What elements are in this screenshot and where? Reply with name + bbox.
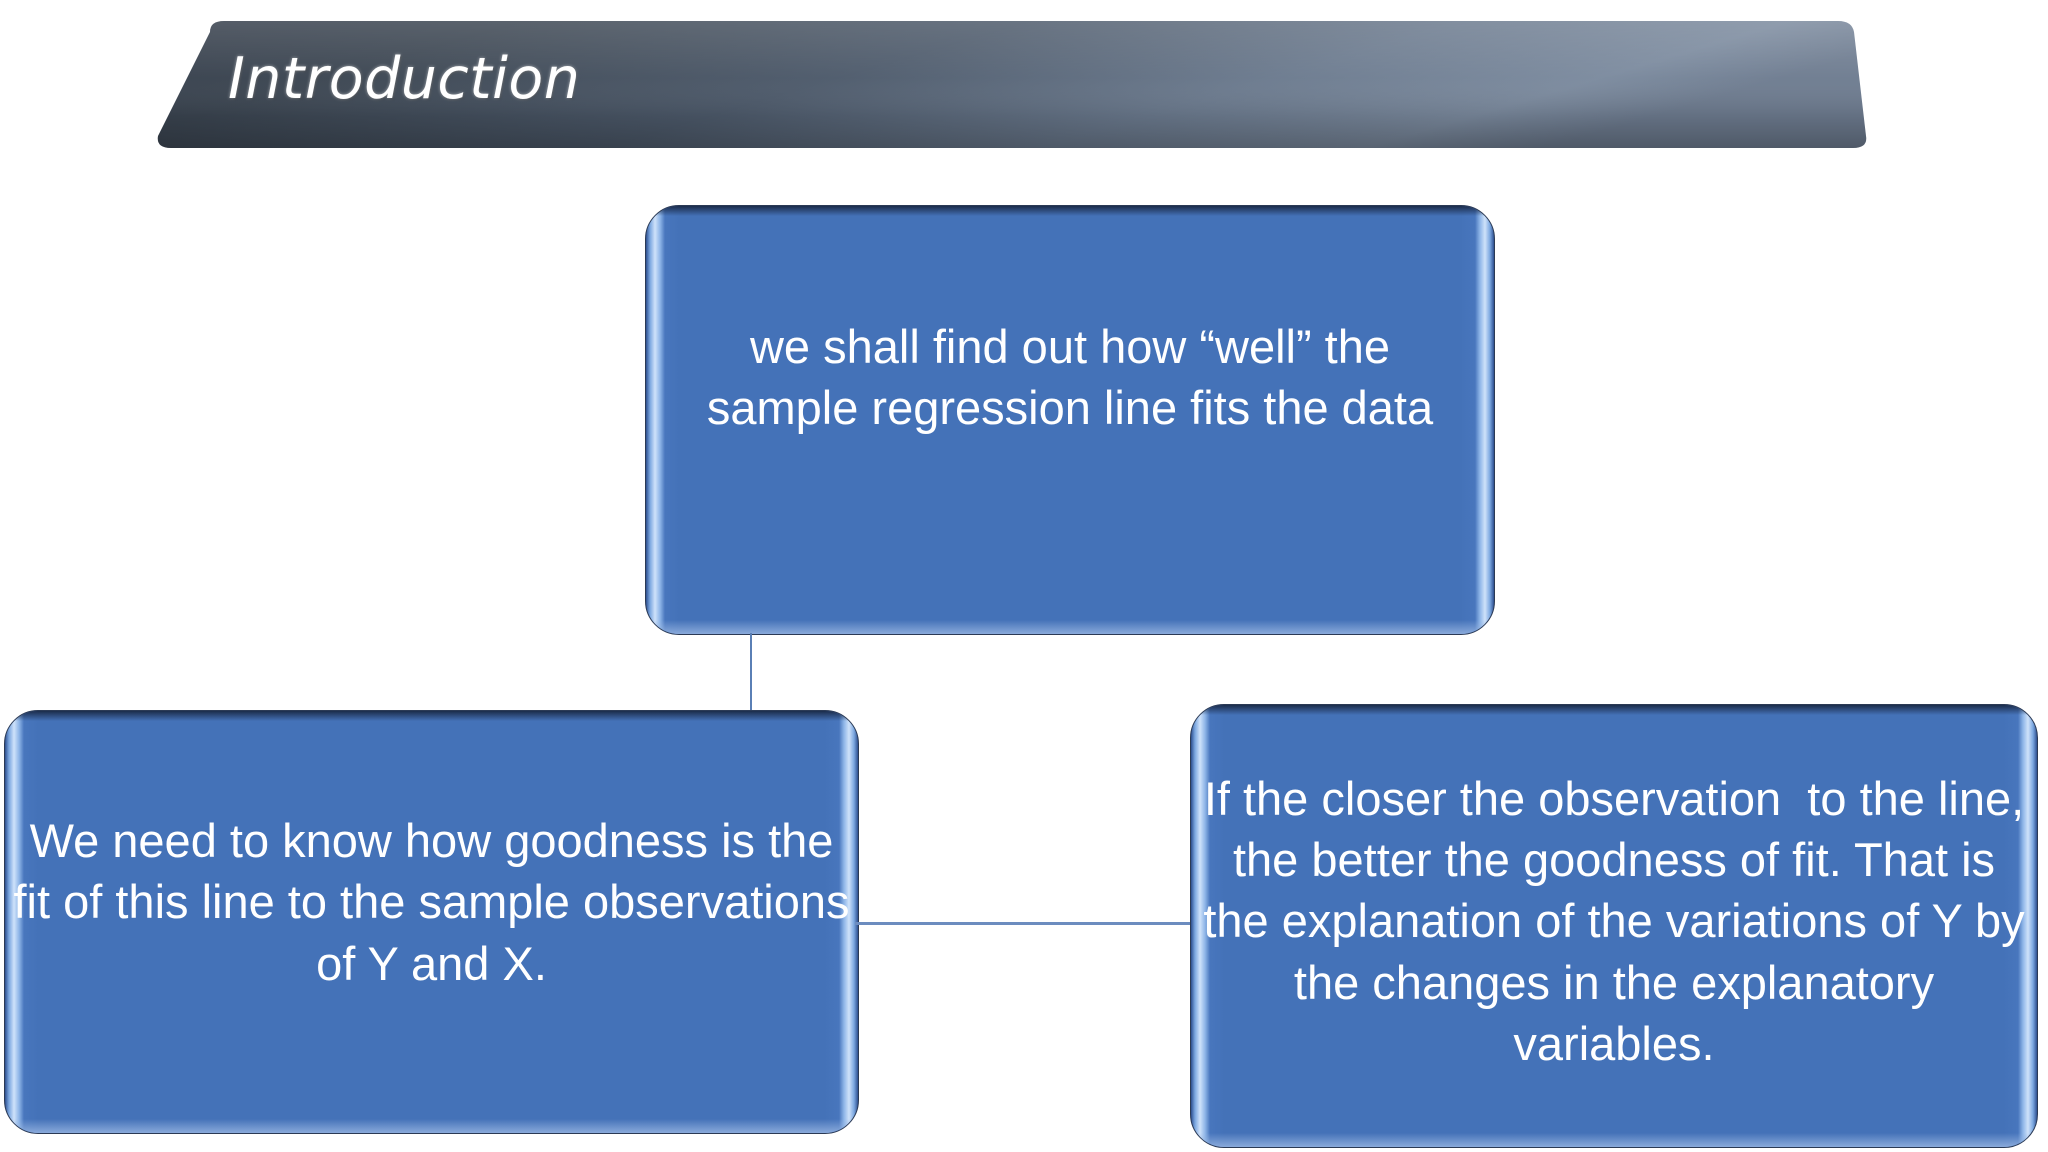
connector-left-to-right xyxy=(855,922,1193,925)
page-title: Introduction xyxy=(228,46,581,112)
connector-top-to-left xyxy=(750,633,752,713)
slide-title-banner: Introduction xyxy=(150,18,1870,154)
diagram-node-right[interactable]: If the closer the observation to the lin… xyxy=(1190,704,2038,1148)
diagram-node-right-label: If the closer the observation to the lin… xyxy=(1203,772,2038,1070)
banner-shape-icon xyxy=(157,21,1867,148)
diagram-node-left-label: We need to know how goodness is the fit … xyxy=(13,814,850,990)
diagram-node-top[interactable]: we shall find out how “well” the sample … xyxy=(645,205,1495,635)
diagram-node-left[interactable]: We need to know how goodness is the fit … xyxy=(4,710,859,1134)
diagram-node-top-label: we shall find out how “well” the sample … xyxy=(706,319,1434,434)
